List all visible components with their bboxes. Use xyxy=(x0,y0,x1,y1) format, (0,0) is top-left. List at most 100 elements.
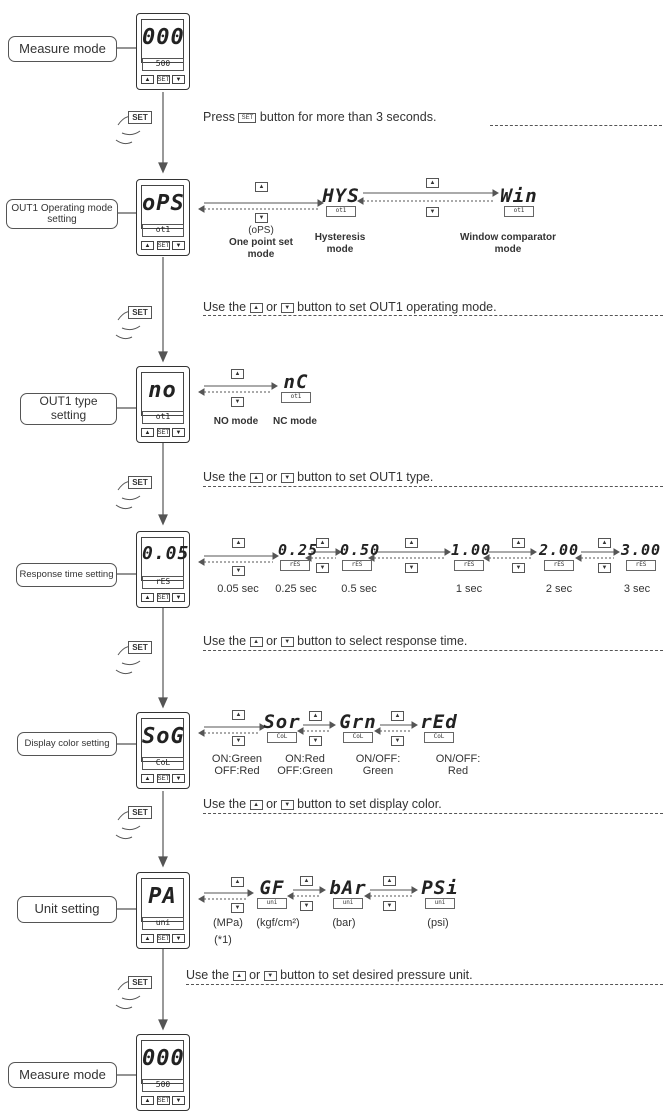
down-button[interactable]: ▼ xyxy=(172,593,185,602)
up-button[interactable]: ▲ xyxy=(141,428,154,437)
up-key-icon: ▲ xyxy=(391,711,404,721)
down-key-icon: ▼ xyxy=(232,736,245,746)
mode-display-hysteresis: HYS ot1 xyxy=(318,186,364,217)
step-label-out1-operating: OUT1 Operating mode setting xyxy=(6,199,118,229)
instruction-text: button to set OUT1 operating mode. xyxy=(297,300,497,314)
set-button[interactable]: SET xyxy=(156,75,170,84)
response-display-300: 3.00 rES xyxy=(620,540,662,571)
device-display-measure-end: 000 500 ▲SET▼ xyxy=(136,1034,190,1111)
display-value: 000 xyxy=(142,1046,185,1071)
display-sub: rES xyxy=(544,560,574,571)
display-value: nC xyxy=(283,371,309,393)
instruction-text: Use the xyxy=(203,470,247,484)
caption-color-2: ON/OFF:Green xyxy=(350,753,406,777)
down-button[interactable]: ▼ xyxy=(172,934,185,943)
down-button[interactable]: ▼ xyxy=(172,75,185,84)
device-display-unit: PA uni ▲SET▼ xyxy=(136,872,190,949)
display-sub: ot1 xyxy=(142,224,184,237)
up-key-icon: ▲ xyxy=(255,182,268,192)
instruction-text: Use the xyxy=(203,634,247,648)
device-display-response: 0.05 rES ▲SET▼ xyxy=(136,531,190,608)
display-sub: rES xyxy=(454,560,484,571)
up-button[interactable]: ▲ xyxy=(141,1096,154,1105)
divider xyxy=(203,486,663,487)
device-display-type: no ot1 ▲SET▼ xyxy=(136,366,190,443)
caption-line: mode xyxy=(326,244,354,255)
up-key-icon: ▲ xyxy=(232,710,245,720)
display-sub: ot1 xyxy=(281,392,311,403)
mode-display-window: Win ot1 xyxy=(496,186,542,217)
up-button[interactable]: ▲ xyxy=(141,593,154,602)
display-sub: uni xyxy=(142,917,184,930)
device-display-color: SoG CoL ▲SET▼ xyxy=(136,712,190,789)
set-button[interactable]: SET xyxy=(156,593,170,602)
up-button[interactable]: ▲ xyxy=(141,934,154,943)
set-button[interactable]: SET xyxy=(156,774,170,783)
divider xyxy=(490,125,662,126)
up-key-icon: ▲ xyxy=(426,178,439,188)
up-button[interactable]: ▲ xyxy=(141,774,154,783)
down-key-icon: ▼ xyxy=(405,563,418,573)
down-button[interactable]: ▼ xyxy=(172,1096,185,1105)
display-sub: uni xyxy=(257,898,287,909)
up-key-icon: ▲ xyxy=(249,302,263,313)
display-value: PSi xyxy=(421,877,459,899)
down-key-icon: ▼ xyxy=(280,472,294,483)
display-value: Win xyxy=(500,185,538,207)
display-sub: CoL xyxy=(267,732,297,743)
divider xyxy=(203,650,663,651)
caption-line: (oPS) xyxy=(248,225,274,236)
caption-hysteresis: Hysteresis mode xyxy=(300,232,380,256)
caption-note: (*1) xyxy=(214,934,232,946)
device-display-opmode: oPS ot1 ▲SET▼ xyxy=(136,179,190,256)
caption-psi: (psi) xyxy=(427,917,449,929)
up-key-icon: ▲ xyxy=(512,538,525,548)
display-value: GF xyxy=(259,877,285,899)
caption-nc-mode: NC mode xyxy=(273,416,317,427)
caption-mpa: (MPa) xyxy=(213,917,243,929)
color-display-red: rEd CoL xyxy=(417,712,461,743)
device-display-measure: 000 500 ▲SET▼ xyxy=(136,13,190,90)
instruction-text: Use the xyxy=(203,797,247,811)
set-button[interactable]: SET xyxy=(156,241,170,250)
up-key-icon: ▲ xyxy=(598,538,611,548)
down-key-icon: ▼ xyxy=(512,563,525,573)
display-value: Grn xyxy=(339,711,377,733)
display-value: oPS xyxy=(142,191,185,216)
up-key-icon: ▲ xyxy=(316,538,329,548)
down-key-icon: ▼ xyxy=(280,799,294,810)
down-button[interactable]: ▼ xyxy=(172,428,185,437)
step-label-measure-end: Measure mode xyxy=(8,1062,117,1088)
up-button[interactable]: ▲ xyxy=(141,75,154,84)
step-label-measure: Measure mode xyxy=(8,36,117,62)
display-sub: CoL xyxy=(142,757,184,770)
display-sub: CoL xyxy=(343,732,373,743)
display-value: bAr xyxy=(329,877,367,899)
down-button[interactable]: ▼ xyxy=(172,774,185,783)
set-button[interactable]: SET xyxy=(156,1096,170,1105)
unit-display-bar: bAr uni xyxy=(326,878,370,909)
display-value: 0.05 xyxy=(142,543,190,564)
display-value: rEd xyxy=(420,711,458,733)
set-key-label: SET xyxy=(128,306,152,319)
display-value: SoG xyxy=(142,724,185,749)
set-button[interactable]: SET xyxy=(156,934,170,943)
display-value: PA xyxy=(148,884,177,909)
response-display-100: 1.00 rES xyxy=(451,540,490,571)
display-sub: rES xyxy=(280,560,310,571)
display-sub: rES xyxy=(342,560,372,571)
caption-line: ON:Red xyxy=(285,753,325,765)
down-button[interactable]: ▼ xyxy=(172,241,185,250)
set-button[interactable]: SET xyxy=(156,428,170,437)
up-button[interactable]: ▲ xyxy=(141,241,154,250)
display-value: 0.50 xyxy=(340,541,381,559)
down-key-icon: ▼ xyxy=(598,563,611,573)
down-key-icon: ▼ xyxy=(280,302,294,313)
display-value: 000 xyxy=(142,25,185,50)
step-label-unit: Unit setting xyxy=(17,896,117,923)
caption-window: Window comparator mode xyxy=(448,232,568,256)
instruction-text: or xyxy=(266,470,278,484)
caption-005: 0.05 sec xyxy=(217,583,259,595)
